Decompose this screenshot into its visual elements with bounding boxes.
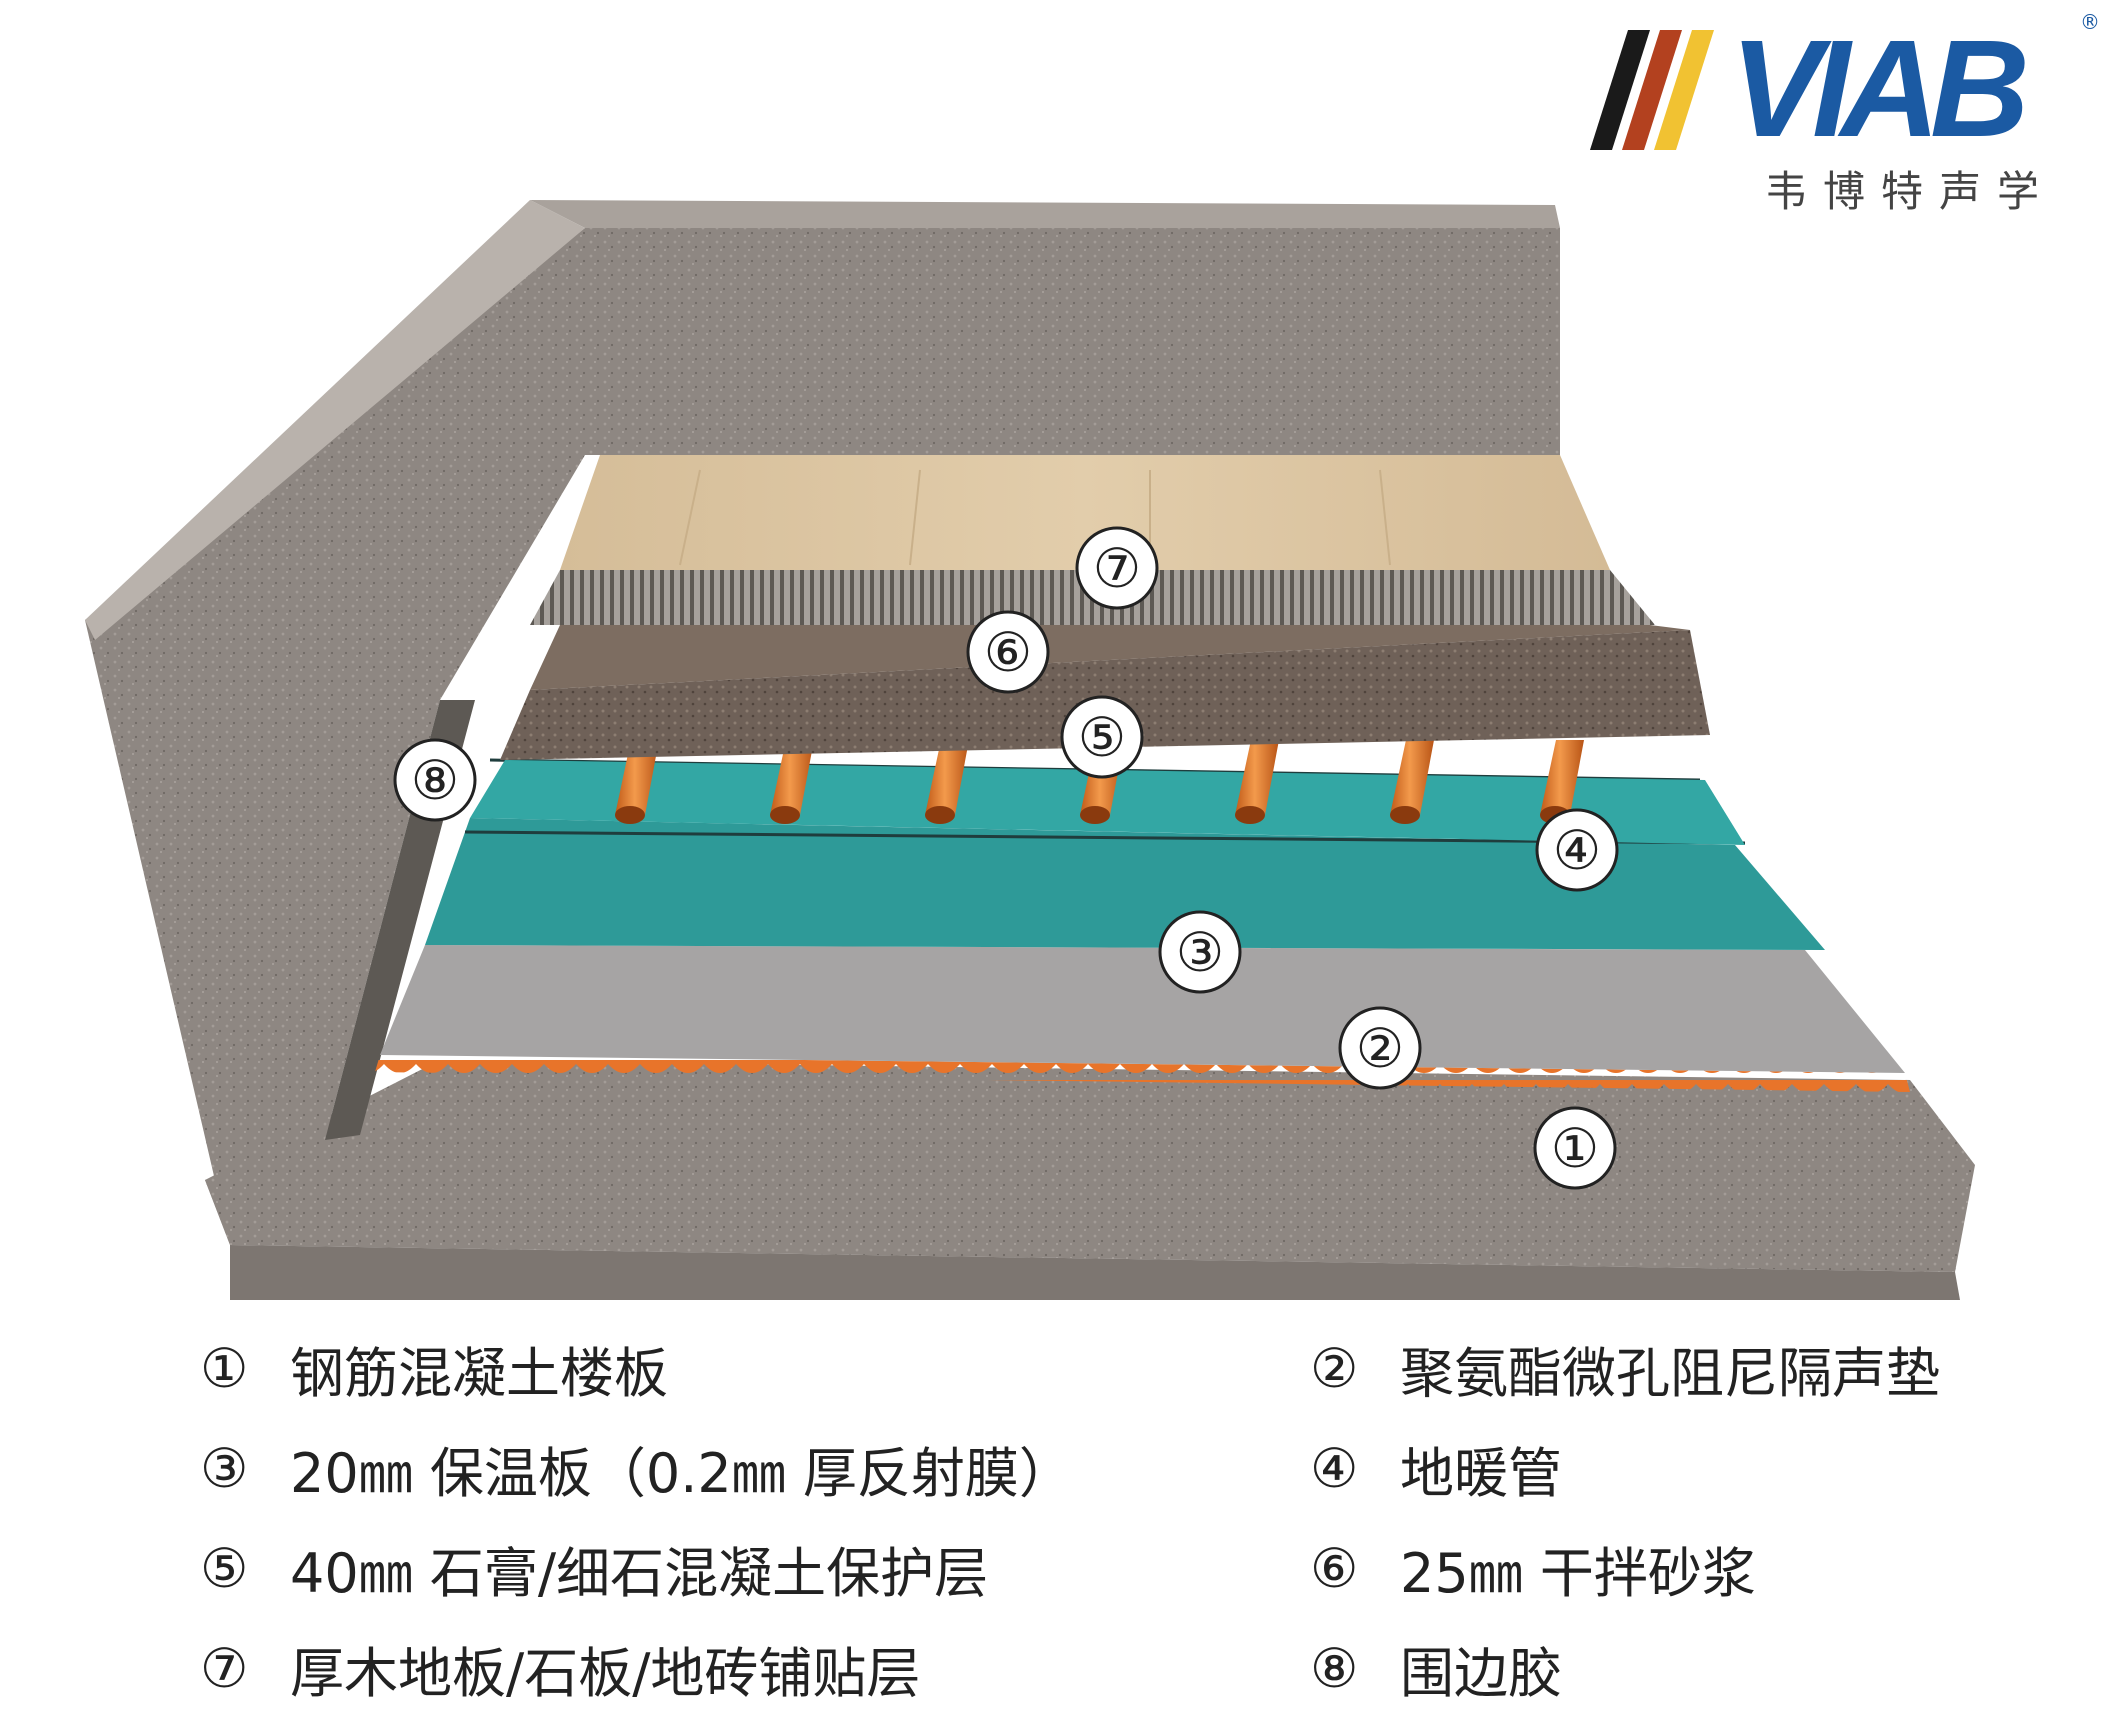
- insulation-board: [425, 818, 1825, 950]
- viab-logo: VIAB ® 韦博特声学: [1560, 10, 2100, 216]
- callout-3-label: ③: [1176, 921, 1224, 984]
- legend-text: 40㎜ 石膏/细石混凝土保护层: [290, 1541, 989, 1605]
- legend-text: 20㎜ 保温板（0.2㎜ 厚反射膜）: [290, 1441, 1073, 1505]
- logo-subtitle: 韦博特声学: [1765, 167, 2056, 216]
- legend-item-7: ⑦ 厚木地板/石板/地砖铺贴层: [200, 1618, 1310, 1718]
- legend-number: ⑥: [1310, 1536, 1359, 1600]
- legend-number: ⑦: [200, 1636, 249, 1700]
- heating-pipe: [1235, 740, 1279, 824]
- callout-5-label: ⑤: [1078, 706, 1126, 769]
- insulation-seam: [464, 830, 1746, 845]
- callout-4: ④: [1535, 808, 1619, 892]
- logo-brand-text: VIAB: [1730, 12, 2030, 166]
- legend-text: 钢筋混凝土楼板: [290, 1341, 668, 1405]
- callout-8-label: ⑧: [411, 749, 459, 812]
- registered-mark: ®: [2080, 10, 2100, 34]
- mortar-top: [530, 625, 1690, 690]
- callout-4-label: ④: [1553, 819, 1601, 882]
- callout-7-label: ⑦: [1093, 537, 1141, 600]
- legend-text: 聚氨酯微孔阻尼隔声垫: [1400, 1341, 1940, 1405]
- damping-layer: [375, 1055, 1910, 1092]
- legend-number: ⑧: [1310, 1636, 1359, 1700]
- legend-text: 地暖管: [1400, 1441, 1562, 1505]
- legend-item-6: ⑥ 25㎜ 干拌砂浆: [1310, 1518, 2100, 1618]
- callout-1: ①: [1533, 1106, 1617, 1190]
- callout-1-label: ①: [1551, 1117, 1599, 1180]
- legend-item-8: ⑧ 围边胶: [1310, 1618, 2100, 1718]
- heating-pipe: [770, 740, 814, 824]
- legend-number: ①: [200, 1336, 249, 1400]
- wood-floor: [560, 455, 1610, 570]
- floor-section-diagram: ① ② ③ ④ ⑤ ⑥ ⑦ ⑧: [85, 200, 1975, 1300]
- damping-layer-top: [380, 945, 1905, 1073]
- legend: ① 钢筋混凝土楼板 ② 聚氨酯微孔阻尼隔声垫 ③ 20㎜ 保温板（0.2㎜ 厚反…: [200, 1318, 2100, 1705]
- callout-6: ⑥: [966, 610, 1050, 694]
- legend-item-2: ② 聚氨酯微孔阻尼隔声垫: [1310, 1318, 2100, 1418]
- back-wall: [585, 228, 1560, 455]
- back-wall-top: [530, 200, 1560, 228]
- legend-text: 25㎜ 干拌砂浆: [1400, 1541, 1756, 1605]
- legend-number: ③: [200, 1436, 249, 1500]
- legend-number: ④: [1310, 1436, 1359, 1500]
- heating-pipe: [615, 740, 659, 824]
- mortar-layer: [500, 630, 1710, 760]
- legend-item-4: ④ 地暖管: [1310, 1418, 2100, 1518]
- floor-joint: [1379, 469, 1391, 566]
- logo-stripes-icon: [1590, 30, 1714, 150]
- callout-8: ⑧: [393, 738, 477, 822]
- floor-joint: [909, 469, 921, 566]
- callout-5: ⑤: [1060, 695, 1144, 779]
- callout-2-label: ②: [1356, 1017, 1404, 1080]
- heating-pipe: [1390, 740, 1434, 824]
- callout-2: ②: [1338, 1006, 1422, 1090]
- callout-3: ③: [1158, 910, 1242, 994]
- legend-text: 厚木地板/石板/地砖铺贴层: [290, 1641, 921, 1705]
- legend-item-5: ⑤ 40㎜ 石膏/细石混凝土保护层: [200, 1518, 1310, 1618]
- left-wall-top: [85, 200, 585, 640]
- heating-pipe: [925, 740, 969, 824]
- legend-text: 围边胶: [1400, 1641, 1562, 1705]
- left-wall: [85, 228, 585, 1245]
- legend-item-1: ① 钢筋混凝土楼板: [200, 1318, 1310, 1418]
- slab-front-face: [230, 1245, 1960, 1300]
- callout-6-label: ⑥: [984, 621, 1032, 684]
- concrete-slab: [205, 1060, 1975, 1272]
- floor-joint: [679, 469, 701, 566]
- legend-number: ⑤: [200, 1536, 249, 1600]
- callout-7: ⑦: [1075, 526, 1159, 610]
- legend-item-3: ③ 20㎜ 保温板（0.2㎜ 厚反射膜）: [200, 1418, 1310, 1518]
- heating-pipes: [615, 740, 1584, 824]
- legend-number: ②: [1310, 1336, 1359, 1400]
